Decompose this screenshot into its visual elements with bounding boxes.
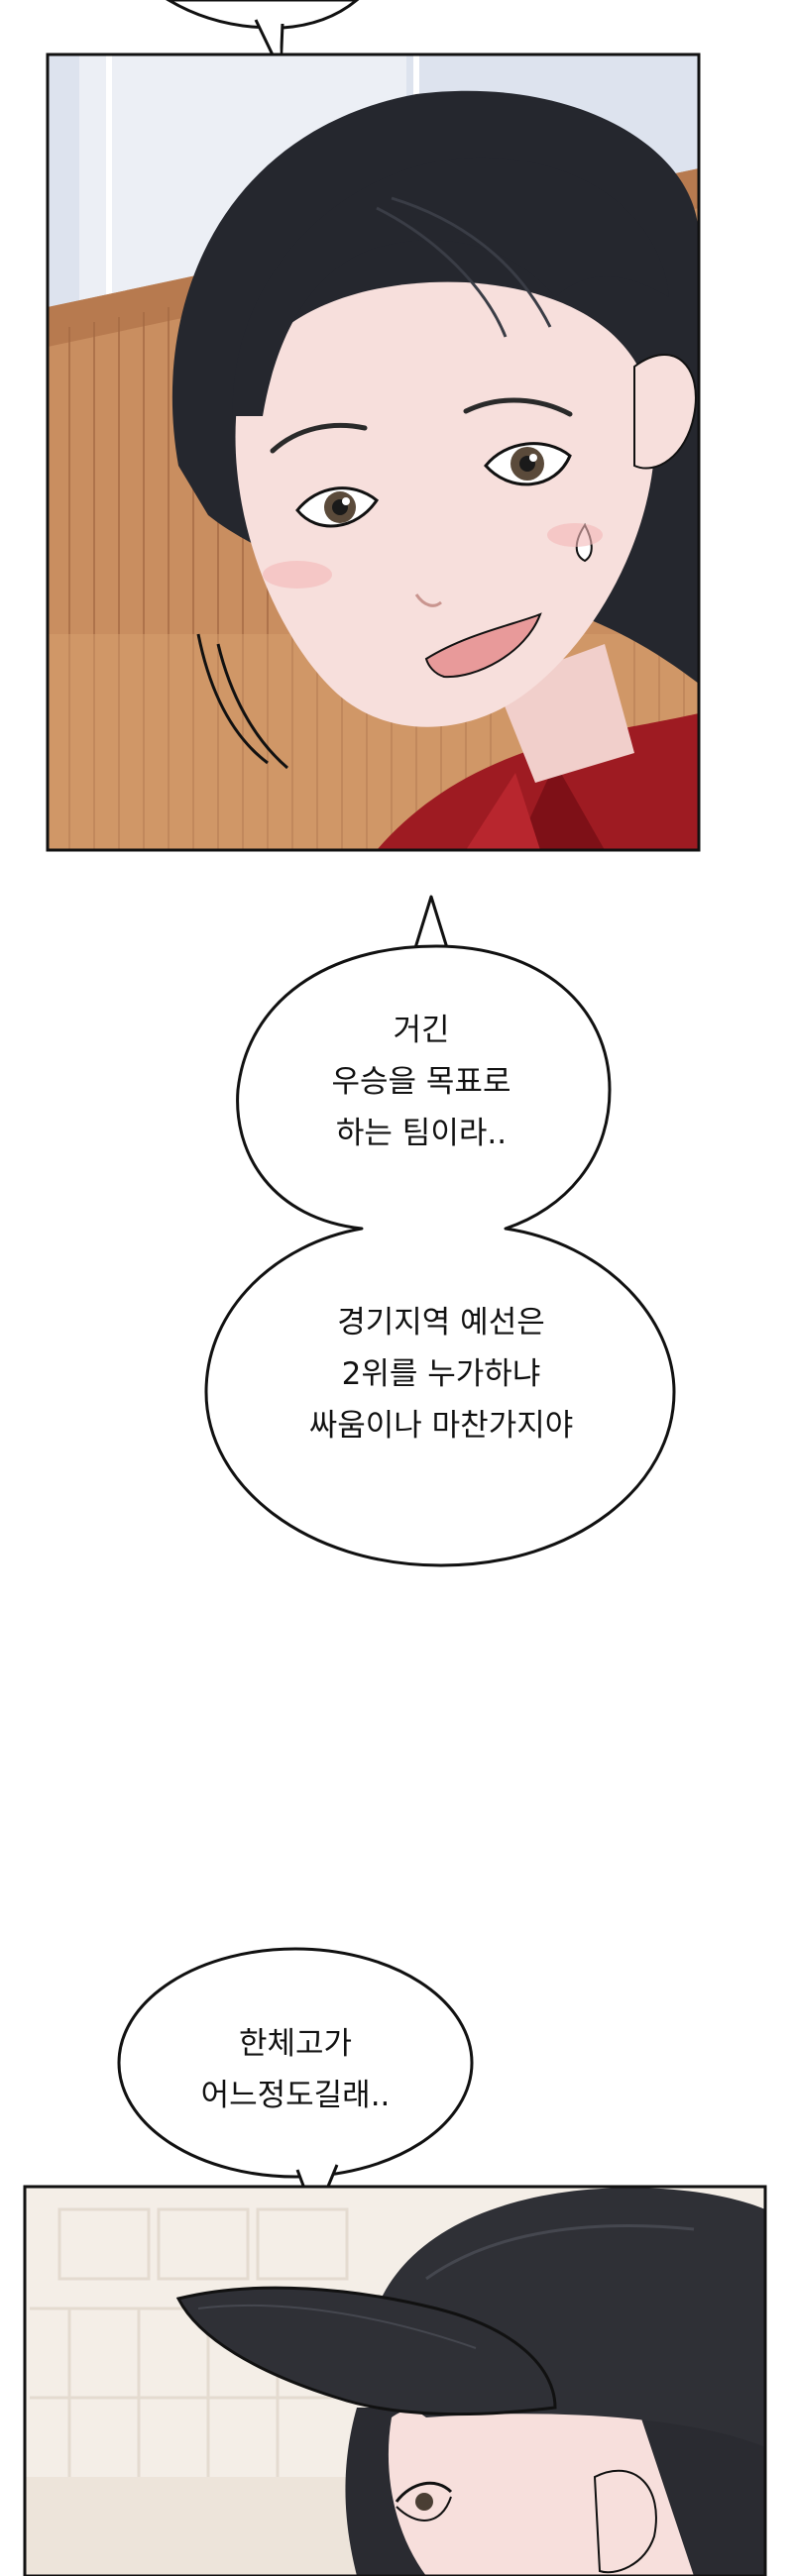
bubble-2-text: 경기지역 예선은 2위를 누가하냐 싸움이나 마찬가지야 (309, 1305, 574, 1444)
woman-face-icon (171, 90, 699, 850)
bubble-1-line-1: 거긴 (393, 1013, 449, 1048)
top-panel (46, 53, 701, 852)
bottom-panel (23, 2185, 767, 2576)
bubble-2-line-1: 경기지역 예선은 (337, 1305, 545, 1341)
bubble-1-line-3: 하는 팀이라.. (336, 1116, 507, 1151)
cap-person-icon (175, 2188, 765, 2576)
top-partial-bubble (166, 0, 360, 73)
bubble-3-line-2: 어느정도길래.. (201, 2078, 391, 2113)
bubble-3-line-1: 한체고가 (239, 2026, 352, 2062)
bubble-1-line-2: 우승을 목표로 (332, 1064, 511, 1100)
speech-bubble-icon (204, 895, 676, 1567)
bubble-2-line-2: 2위를 누가하냐 (342, 1356, 541, 1392)
bubble-2-line-3: 싸움이나 마찬가지야 (309, 1408, 574, 1444)
bubble-3-text: 한체고가 어느정도길래.. (201, 2026, 391, 2113)
bubble-1-text: 거긴 우승을 목표로 하는 팀이라.. (332, 1013, 511, 1151)
